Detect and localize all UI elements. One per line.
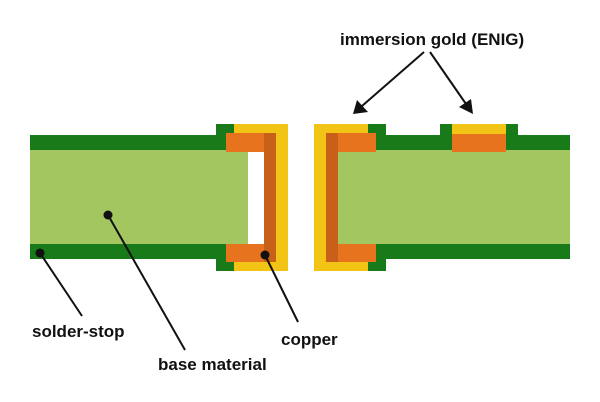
label-immersion-gold: immersion gold (ENIG) [340,30,524,49]
copper-pad-bottom-right [328,244,376,262]
copper-barrel-left [264,133,276,262]
arrowhead-gold-left-icon [353,100,368,114]
solder-stop-top-left [30,135,220,150]
label-base-material: base material [158,355,267,374]
solder-stop-dam-top-right-b [440,124,454,150]
immersion-gold-surface-pad [452,124,506,134]
solder-stop-bottom-left [30,244,220,259]
label-copper: copper [281,330,338,349]
copper-surface-pad [452,134,506,152]
immersion-gold-wall-right [314,124,368,271]
copper-pad-top-right [328,133,376,152]
leader-copper [264,254,299,323]
base-material-right [334,148,570,245]
copper-barrel-right [326,133,338,262]
label-solder-stop: solder-stop [32,322,125,341]
immersion-gold-wall-left [234,124,288,271]
leader-solder-stop [39,252,83,317]
leader-gold-left [361,51,425,107]
copper-pad-top-left [226,133,274,152]
solder-stop-bottom-right [384,244,570,259]
leader-lines [35,51,473,351]
left-board-section [30,124,288,271]
leader-base-material [107,214,186,351]
solder-stop-dam-top-right-c [504,124,518,150]
base-material-left [30,148,248,245]
right-board-section [314,124,570,271]
leader-gold-right [429,51,467,105]
arrowhead-gold-right-icon [459,99,473,114]
